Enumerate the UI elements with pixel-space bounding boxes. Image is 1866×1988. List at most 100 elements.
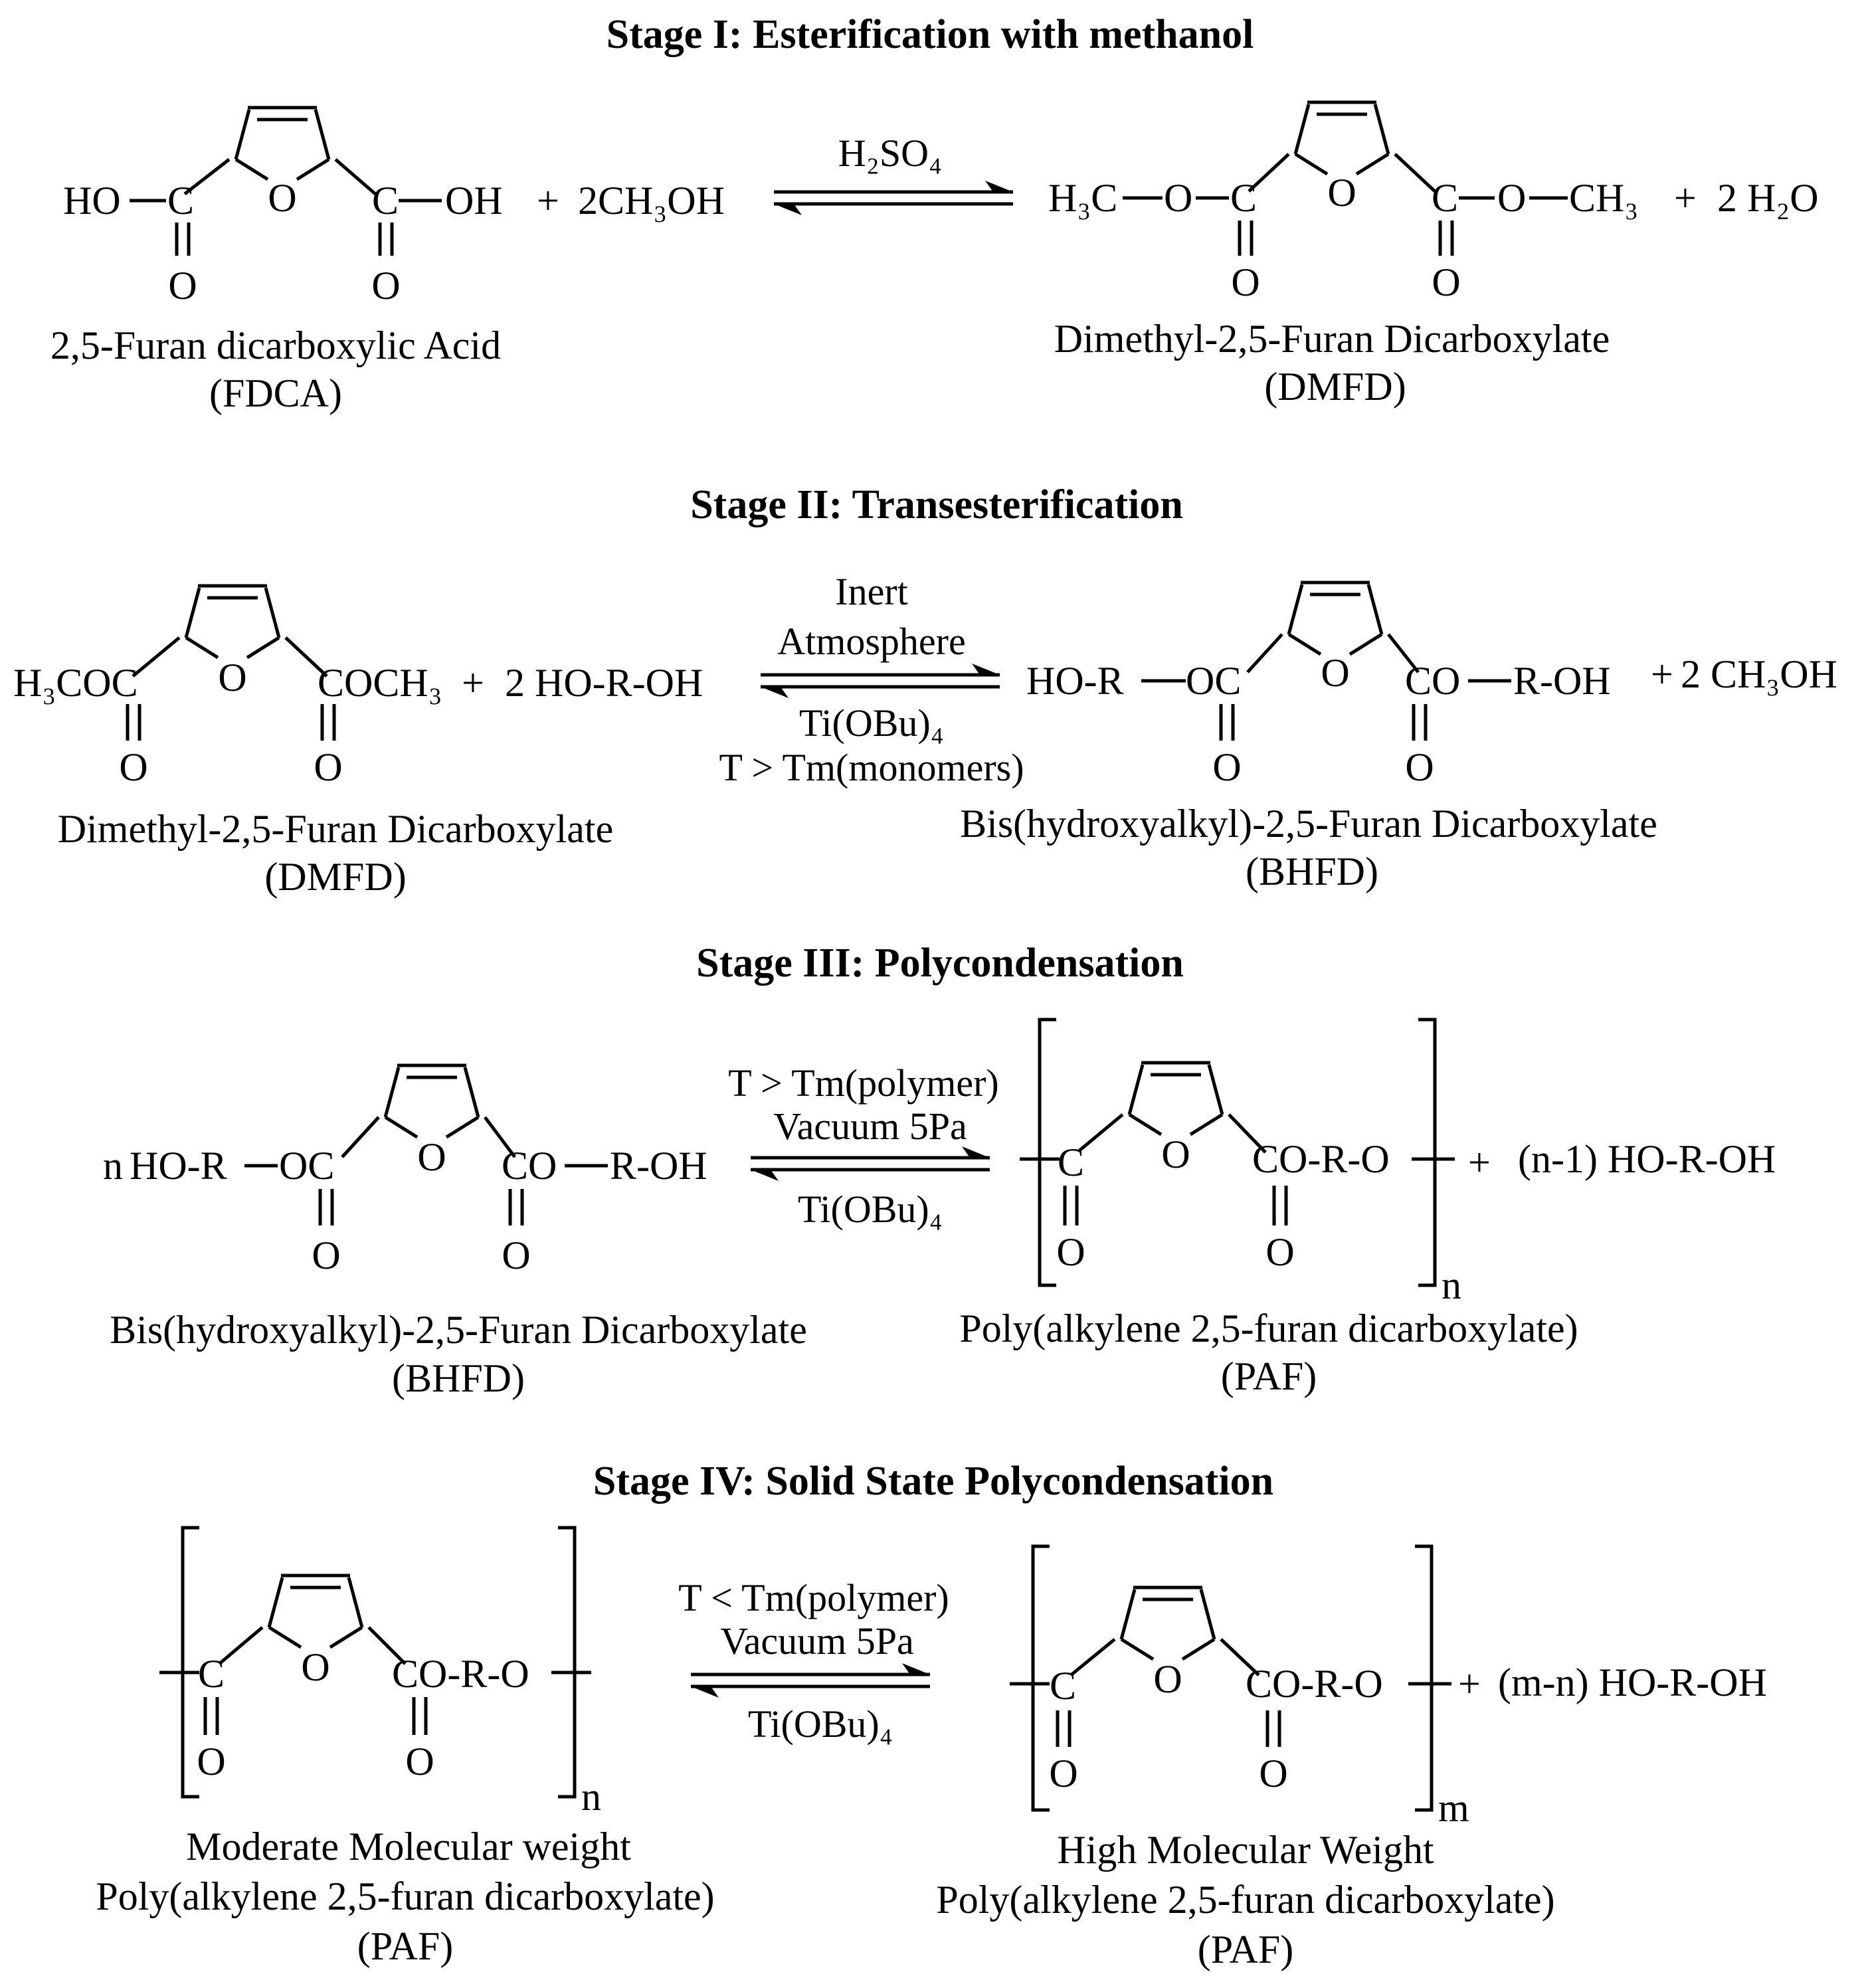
atom-label: HO (63, 179, 121, 223)
plus-sign: + (1674, 176, 1697, 220)
reactant-paf-moderate: C O CO-R-O O O n Moderate Molecular weig… (96, 1526, 715, 1968)
carbonyl-oxygen: O (314, 745, 342, 789)
equilibrium-arrow: H₂SO₄ (774, 132, 1013, 215)
ring-oxygen: O (1327, 171, 1356, 215)
plus-sign: + (1468, 1140, 1491, 1184)
compound-name: 2,5-Furan dicarboxylic Acid (50, 323, 501, 367)
atom-label: CO (1405, 659, 1460, 703)
compound-abbr: (PAF) (1198, 1928, 1294, 1971)
condition: H₂SO₄ (838, 132, 942, 175)
condition: Atmosphere (777, 620, 966, 663)
carbonyl-oxygen: O (312, 1233, 340, 1277)
ring-oxygen: O (301, 1645, 329, 1689)
atom-label: CO (502, 1144, 557, 1188)
carbonyl-oxygen: O (1212, 745, 1241, 789)
atom-label: CO-R-O (1246, 1662, 1383, 1706)
atom-label: R-OH (610, 1144, 707, 1188)
product-bhfd: HO-R OC O CO R-OH O O Bis(hydroxyalkyl)-… (960, 583, 1657, 893)
condition: Ti(OBu)₄ (798, 1188, 943, 1231)
compound-abbr: (BHFD) (1246, 850, 1378, 893)
condition: Ti(OBu)₄ (799, 701, 944, 745)
carbonyl-oxygen: O (1049, 1752, 1077, 1795)
plus-sign: + (1458, 1662, 1481, 1706)
equilibrium-arrow: Inert Atmosphere Ti(OBu)₄ T > Tm(monomer… (719, 570, 1024, 789)
carbonyl-oxygen: O (405, 1740, 434, 1783)
byproduct: (n-1) HO-R-OH (1518, 1137, 1776, 1181)
carbonyl-oxygen: O (168, 264, 197, 308)
compound-name: Poly(alkylene 2,5-furan dicarboxylate) (96, 1874, 714, 1918)
ring-oxygen: O (1153, 1657, 1182, 1701)
atom-label: HO-R (1026, 659, 1124, 703)
compound-name: Moderate Molecular weight (186, 1825, 631, 1868)
compound-name: Poly(alkylene 2,5-furan dicarboxylate) (959, 1307, 1578, 1350)
ring-oxygen: O (1321, 651, 1349, 695)
compound-abbr: (BHFD) (392, 1356, 525, 1400)
ring-oxygen: O (218, 656, 246, 699)
carbonyl-oxygen: O (1259, 1752, 1287, 1795)
atom-label: CO-R-O (392, 1652, 529, 1696)
carbonyl-oxygen: O (502, 1233, 530, 1277)
atom-label: H₃COC (13, 661, 138, 705)
plus-sign: + (462, 661, 484, 705)
stage-3: Stage III: Polycondensation n HO-R OC O … (103, 941, 1776, 1400)
atom-label: C (1050, 1664, 1076, 1708)
stage-4: Stage IV: Solid State Polycondensation C… (96, 1459, 1767, 1971)
atom-label: C (1058, 1140, 1084, 1184)
stage-1: Stage I: Esterification with methanol HO… (50, 12, 1819, 415)
ring-oxygen: O (268, 176, 296, 220)
reactant-dmfd: H₃COC O COCH₃ O O Dimethyl-2,5-Furan Dic… (13, 586, 613, 899)
coreactant: 2CH₃OH (578, 179, 725, 223)
plus-sign: + (1651, 652, 1673, 696)
compound-name: Poly(alkylene 2,5-furan dicarboxylate) (936, 1878, 1554, 1922)
reactant-bhfd: n HO-R OC O CO R-OH O O Bis(hydroxyalkyl… (103, 1065, 807, 1400)
stage-heading: Stage III: Polycondensation (696, 941, 1184, 986)
compound-name: Dimethyl-2,5-Furan Dicarboxylate (58, 807, 613, 851)
plus-sign: + (537, 179, 559, 223)
carbonyl-oxygen: O (197, 1740, 225, 1783)
product-dmfd: H₃C O C O C O CH₃ O O Dimethyl-2,5-Furan… (1048, 102, 1638, 408)
condition: T > Tm(polymer) (728, 1061, 999, 1105)
atom-label: C (1230, 176, 1257, 220)
atom-label: C (167, 179, 194, 223)
atom-label: OC (1186, 659, 1241, 703)
byproduct: 2 H₂O (1717, 176, 1819, 220)
atom-label: O (1164, 176, 1192, 220)
repeat-subscript: m (1438, 1786, 1469, 1830)
ring-oxygen: O (417, 1135, 446, 1179)
atom-label: CO-R-O (1252, 1137, 1390, 1181)
carbonyl-oxygen: O (1231, 260, 1260, 304)
stage-heading: Stage I: Esterification with methanol (606, 12, 1254, 57)
repeat-subscript: n (1442, 1263, 1461, 1307)
reactant-fdca: HO C O C OH O O 2,5-Furan dicarboxylic A… (50, 108, 503, 415)
equilibrium-arrow: T > Tm(polymer) Vacuum 5Pa Ti(OBu)₄ (728, 1061, 999, 1231)
condition: T < Tm(polymer) (678, 1576, 949, 1619)
compound-abbr: (DMFD) (1264, 365, 1406, 408)
compound-abbr: (DMFD) (264, 855, 406, 899)
compound-abbr: (FDCA) (209, 371, 342, 415)
carbonyl-oxygen: O (1405, 745, 1434, 789)
atom-label: OH (445, 179, 503, 223)
carbonyl-oxygen: O (119, 745, 147, 789)
condition: Vacuum 5Pa (773, 1105, 967, 1148)
compound-abbr: (PAF) (357, 1924, 454, 1968)
atom-label: HO-R (130, 1144, 227, 1188)
repeat-subscript: n (581, 1775, 601, 1819)
atom-label: C (1432, 176, 1458, 220)
carbonyl-oxygen: O (1265, 1230, 1294, 1274)
compound-name: Bis(hydroxyalkyl)-2,5-Furan Dicarboxylat… (960, 802, 1657, 846)
coefficient: n (103, 1144, 123, 1188)
carbonyl-oxygen: O (1432, 260, 1460, 304)
ring-oxygen: O (1161, 1132, 1190, 1176)
byproduct: (m-n) HO-R-OH (1498, 1661, 1767, 1704)
condition: T > Tm(monomers) (719, 746, 1024, 789)
compound-name: Bis(hydroxyalkyl)-2,5-Furan Dicarboxylat… (110, 1308, 807, 1352)
carbonyl-oxygen: O (371, 264, 400, 308)
byproduct: 2 CH₃OH (1681, 652, 1837, 696)
stage-2: Stage II: Transesterification H₃COC O CO… (13, 482, 1837, 899)
atom-label: H₃C (1048, 176, 1117, 220)
product-paf: C O CO-R-O O O n Poly(alkylene 2,5-furan… (959, 1018, 1578, 1398)
condition: Inert (835, 570, 908, 613)
atom-label: O (1497, 176, 1526, 220)
atom-label: C (372, 179, 399, 223)
carbonyl-oxygen: O (1056, 1230, 1085, 1274)
